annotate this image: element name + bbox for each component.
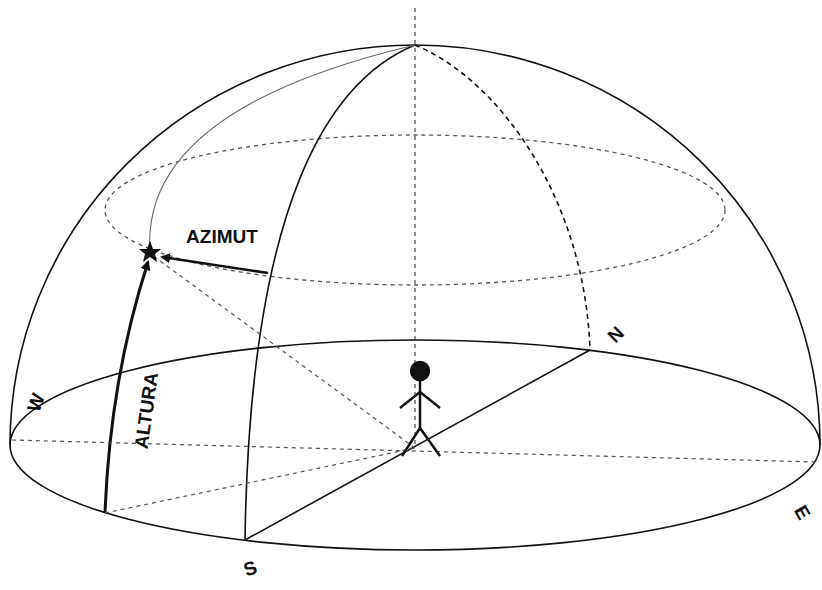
star <box>139 241 161 262</box>
altitude-circle <box>105 135 725 285</box>
cardinal-point: S <box>241 557 259 579</box>
azimuth-arrow <box>162 257 268 273</box>
cardinal-point: E <box>791 502 814 522</box>
cardinal-point: W <box>24 390 48 413</box>
cardinal-point: N <box>604 322 627 345</box>
north-south-line <box>245 350 590 540</box>
horizon <box>10 340 820 550</box>
altitude-label: ALTURA <box>131 371 160 450</box>
azimuth-label: AZIMUT <box>186 227 258 246</box>
dome-outline <box>10 45 820 445</box>
observer <box>400 362 440 456</box>
meridian-back <box>415 45 590 350</box>
line-of-sight <box>152 255 415 448</box>
vertical-circle <box>150 45 415 252</box>
star-azimuth-line <box>105 448 415 513</box>
meridian <box>245 45 415 540</box>
